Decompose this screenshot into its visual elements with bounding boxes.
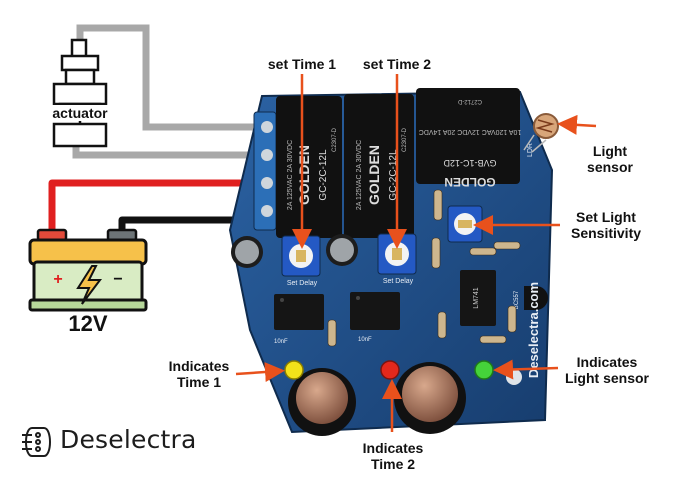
callout-arrows bbox=[235, 74, 597, 432]
brand-logo: Deselectra bbox=[22, 424, 196, 460]
led-green bbox=[474, 360, 494, 380]
relay-3-code: C2712-D bbox=[457, 98, 482, 104]
silk-set-delay-2: Set Delay bbox=[383, 278, 414, 285]
ic-chip-1 bbox=[274, 294, 324, 330]
brand-name: Deselectra bbox=[60, 425, 197, 454]
label-indicates-time-2-line1: Indicates bbox=[362, 440, 424, 456]
capacitor-small-1 bbox=[231, 236, 263, 268]
label-actuator: actuator bbox=[42, 105, 118, 121]
actuator-wires bbox=[72, 24, 270, 159]
arrow-time-1-led bbox=[235, 362, 285, 382]
capacitor-small-2 bbox=[326, 234, 358, 266]
silk-cap-2: 10nF bbox=[358, 337, 372, 343]
capacitor-big-2 bbox=[394, 362, 466, 434]
relay-2-brand: GOLDEN bbox=[366, 145, 382, 205]
pcb-board: GOLDEN GC-2C-12L 2A 125VAC 2A 30VDC C230… bbox=[228, 88, 559, 436]
trimmer-light bbox=[447, 205, 483, 243]
label-set-light-line2: Sensitivity bbox=[570, 225, 642, 241]
relay-2-model: GC-2C-12L bbox=[388, 149, 399, 201]
silk-bc557: BC557 bbox=[514, 290, 520, 309]
label-indicates-light-line1: Indicates bbox=[576, 354, 638, 370]
label-indicates-light-sensor: Indicates Light sensor bbox=[552, 354, 662, 386]
silk-cap-1: 10nF bbox=[274, 339, 288, 345]
ic-3-label: LM741 bbox=[473, 287, 480, 309]
silk-deselectra: Deselectra.com bbox=[526, 282, 541, 378]
relay-1-brand: GOLDEN bbox=[296, 145, 312, 205]
label-set-time-1: set Time 1 bbox=[267, 56, 337, 72]
label-indicates-time-1-line2: Time 1 bbox=[176, 374, 222, 390]
label-indicates-light-line2: Light sensor bbox=[564, 370, 649, 386]
ic-chip-3: LM741 bbox=[460, 270, 496, 326]
label-light-sensor-line1: Light bbox=[592, 143, 628, 159]
label-indicates-time-2-line2: Time 2 bbox=[370, 456, 416, 472]
label-light-sensor: Light sensor bbox=[574, 143, 646, 175]
arrow-light-sensor bbox=[557, 114, 597, 135]
silk-ldr: LDR bbox=[527, 143, 534, 157]
deselectra-logo-icon bbox=[22, 427, 51, 457]
svg-text:+: + bbox=[53, 271, 62, 288]
led-yellow bbox=[284, 360, 304, 380]
led-red bbox=[380, 360, 400, 380]
relay-2-code: C2307-D bbox=[402, 127, 408, 152]
relay-1-spec: 2A 125VAC 2A 30VDC bbox=[287, 140, 294, 210]
label-set-light: Set Light Sensitivity bbox=[554, 209, 658, 241]
label-light-sensor-line2: sensor bbox=[587, 159, 633, 175]
relay-3-spec: 10A 120VAC 12VDC 20A 14VDC bbox=[419, 128, 522, 135]
relay-3-brand: GOLDEN bbox=[444, 175, 495, 189]
resistors bbox=[327, 189, 521, 347]
label-indicates-time-2: Indicates Time 2 bbox=[348, 440, 438, 472]
relay-2: GOLDEN GC-2C-12L 2A 125VAC 2A 30VDC C230… bbox=[344, 94, 414, 238]
label-indicates-time-1: Indicates Time 1 bbox=[156, 358, 242, 390]
ic-chip-2 bbox=[350, 292, 400, 330]
silk-set-delay-1: Set Delay bbox=[287, 280, 318, 287]
capacitor-big-1 bbox=[288, 368, 356, 436]
battery-icon: + − bbox=[28, 228, 148, 312]
relay-1-code: C2307-D bbox=[332, 127, 338, 152]
relay-1-model: GC-2C-12L bbox=[318, 149, 329, 201]
arrow-light-led bbox=[493, 359, 559, 380]
svg-text:−: − bbox=[113, 271, 122, 288]
label-indicates-time-1-line1: Indicates bbox=[168, 358, 230, 374]
actuator-icon bbox=[52, 38, 108, 148]
relay-1: GOLDEN GC-2C-12L 2A 125VAC 2A 30VDC C230… bbox=[276, 96, 342, 238]
relay-3: GOLDEN GVB-1C-12D 10A 120VAC 12VDC 20A 1… bbox=[416, 88, 521, 189]
label-battery-voltage: 12V bbox=[68, 311, 108, 336]
label-set-time-2: set Time 2 bbox=[362, 56, 432, 72]
relay-3-model: GVB-1C-12D bbox=[443, 158, 497, 168]
relay-2-spec: 2A 125VAC 2A 30VDC bbox=[356, 140, 363, 210]
transistor bbox=[524, 286, 548, 310]
label-set-light-line1: Set Light bbox=[576, 209, 636, 225]
